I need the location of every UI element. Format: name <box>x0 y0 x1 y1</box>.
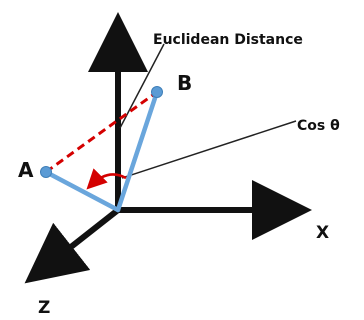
angle-arc <box>86 168 127 190</box>
euclidean-pointer-line <box>119 43 165 129</box>
z-axis-label: Z <box>38 298 50 318</box>
vector-b <box>115 89 160 213</box>
point-b-label: B <box>177 71 192 95</box>
cos-theta-label: Cos θ <box>297 118 340 134</box>
point-a-dot <box>40 166 52 178</box>
point-b-dot <box>151 86 163 98</box>
z-axis-line <box>24 207 120 284</box>
cos-pointer-line <box>121 120 297 179</box>
euclidean-distance-label: Euclidean Distance <box>153 32 303 48</box>
point-a-label: A <box>18 158 34 182</box>
x-axis-label: X <box>316 223 329 243</box>
euclidean-distance-line <box>45 90 158 174</box>
vector-a <box>43 169 121 213</box>
